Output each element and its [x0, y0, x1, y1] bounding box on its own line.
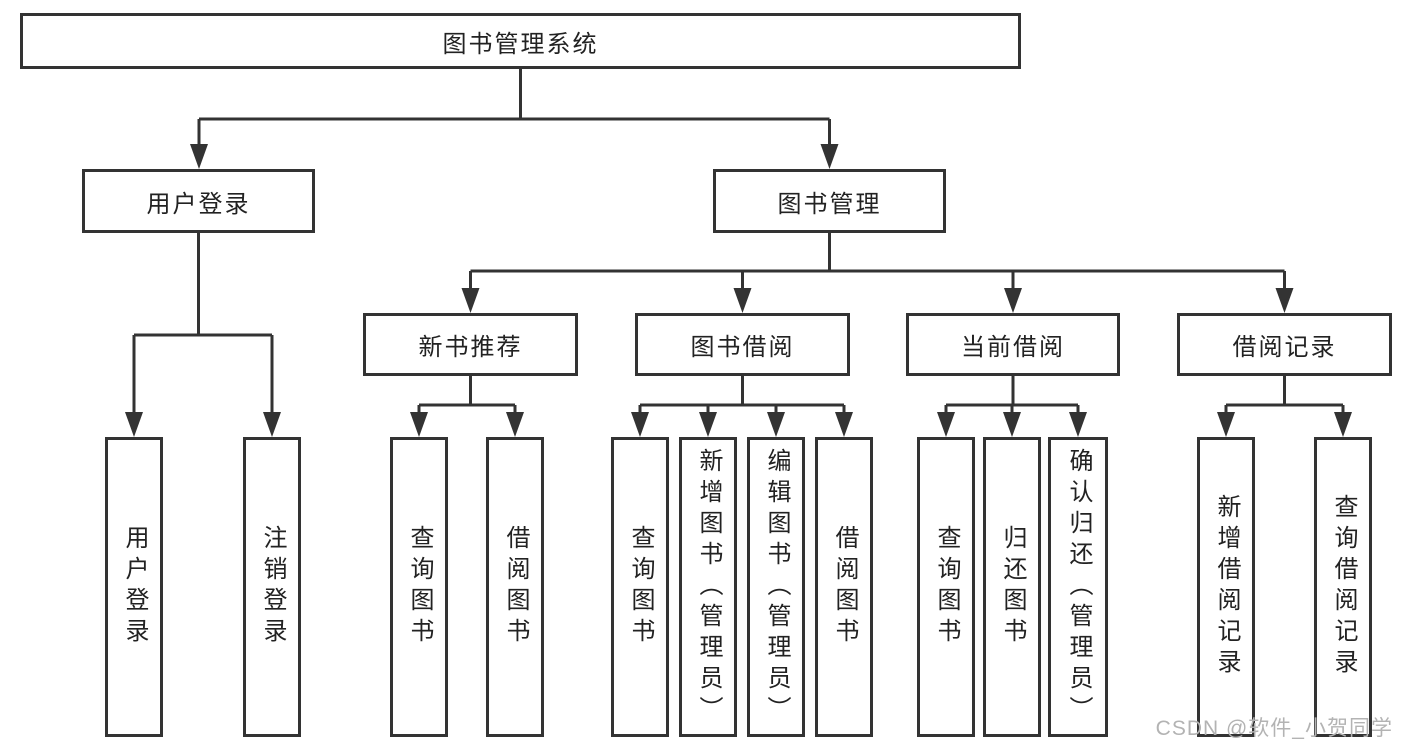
leaf-confirm-return-admin: 确认归还（管理员）: [1048, 437, 1108, 737]
leaf-label: 查询图书: [406, 525, 433, 649]
arrowhead: [1334, 412, 1352, 437]
node-borrowing-records: 借阅记录: [1177, 313, 1392, 376]
arrowhead: [835, 412, 853, 437]
node-label: 新书推荐: [418, 334, 523, 361]
node-label: 图书管理: [777, 190, 882, 218]
arrowhead: [190, 144, 208, 169]
arrowhead: [410, 412, 428, 437]
leaf-label: 用户登录: [121, 525, 148, 649]
arrowhead: [733, 288, 752, 313]
node-user-login: 用户登录: [82, 169, 315, 233]
leaf-add-borrow-record: 新增借阅记录: [1197, 437, 1255, 737]
leaf-borrow-books-borrowing: 借阅图书: [815, 437, 873, 737]
connector-borrow-records-split: [1224, 376, 1345, 419]
node-label: 用户登录: [146, 190, 251, 218]
leaf-label: 查询借阅记录: [1330, 494, 1357, 680]
leaf-label: 新增图书（管理员）: [695, 447, 722, 727]
node-new-book-recommendation: 新书推荐: [363, 313, 578, 376]
node-label: 借阅记录: [1232, 334, 1337, 361]
leaf-add-books-admin: 新增图书（管理员）: [679, 437, 737, 737]
leaf-query-borrow-record: 查询借阅记录: [1314, 437, 1372, 737]
leaf-label: 新增借阅记录: [1213, 494, 1240, 680]
node-label: 当前借阅: [961, 334, 1065, 361]
arrowhead: [263, 412, 281, 437]
leaf-query-books-current: 查询图书: [917, 437, 975, 737]
arrowhead: [506, 412, 524, 437]
connector-user-login-split: [132, 233, 274, 419]
leaf-query-books-borrowing: 查询图书: [611, 437, 669, 737]
arrowhead: [937, 412, 955, 437]
leaf-label: 借阅图书: [831, 525, 858, 649]
arrowhead: [1004, 288, 1022, 313]
node-label: 图书管理系统: [442, 30, 599, 58]
arrowhead: [699, 412, 717, 437]
node-current-borrowing: 当前借阅: [906, 313, 1120, 376]
connector-root-split: [197, 69, 831, 151]
connector-book-borrowing-split: [638, 376, 846, 419]
leaf-edit-books-admin: 编辑图书（管理员）: [747, 437, 805, 737]
leaf-label: 查询图书: [627, 525, 654, 649]
arrowhead: [631, 412, 649, 437]
arrowhead: [767, 412, 785, 437]
arrowhead: [1217, 412, 1235, 437]
leaf-label: 编辑图书（管理员）: [763, 447, 790, 727]
node-label: 图书借阅: [690, 334, 795, 361]
connector-current-borrowing-split: [944, 376, 1080, 419]
leaf-label: 查询图书: [933, 525, 960, 649]
leaf-logout-login: 注销登录: [243, 437, 301, 737]
arrowhead: [461, 288, 480, 313]
leaf-user-login: 用户登录: [105, 437, 163, 737]
leaf-label: 借阅图书: [502, 525, 529, 649]
leaf-label: 归还图书: [999, 525, 1026, 649]
leaf-borrow-books-recommend: 借阅图书: [486, 437, 544, 737]
node-book-borrowing: 图书借阅: [635, 313, 850, 376]
arrowhead: [1275, 288, 1294, 313]
connector-book-management-split: [469, 233, 1286, 295]
node-library-management-system: 图书管理系统: [20, 13, 1021, 69]
arrowhead: [1003, 412, 1021, 437]
leaf-label: 确认归还（管理员）: [1065, 447, 1092, 727]
leaf-query-books-recommend: 查询图书: [390, 437, 448, 737]
arrowhead: [1069, 412, 1087, 437]
arrowhead: [125, 412, 143, 437]
leaf-label: 注销登录: [259, 525, 286, 649]
connector-new-book-split: [417, 376, 517, 419]
csdn-watermark: CSDN @软件_小贺同学: [1155, 717, 1393, 740]
node-book-management: 图书管理: [713, 169, 946, 233]
leaf-return-books: 归还图书: [983, 437, 1041, 737]
arrowhead: [820, 144, 839, 169]
